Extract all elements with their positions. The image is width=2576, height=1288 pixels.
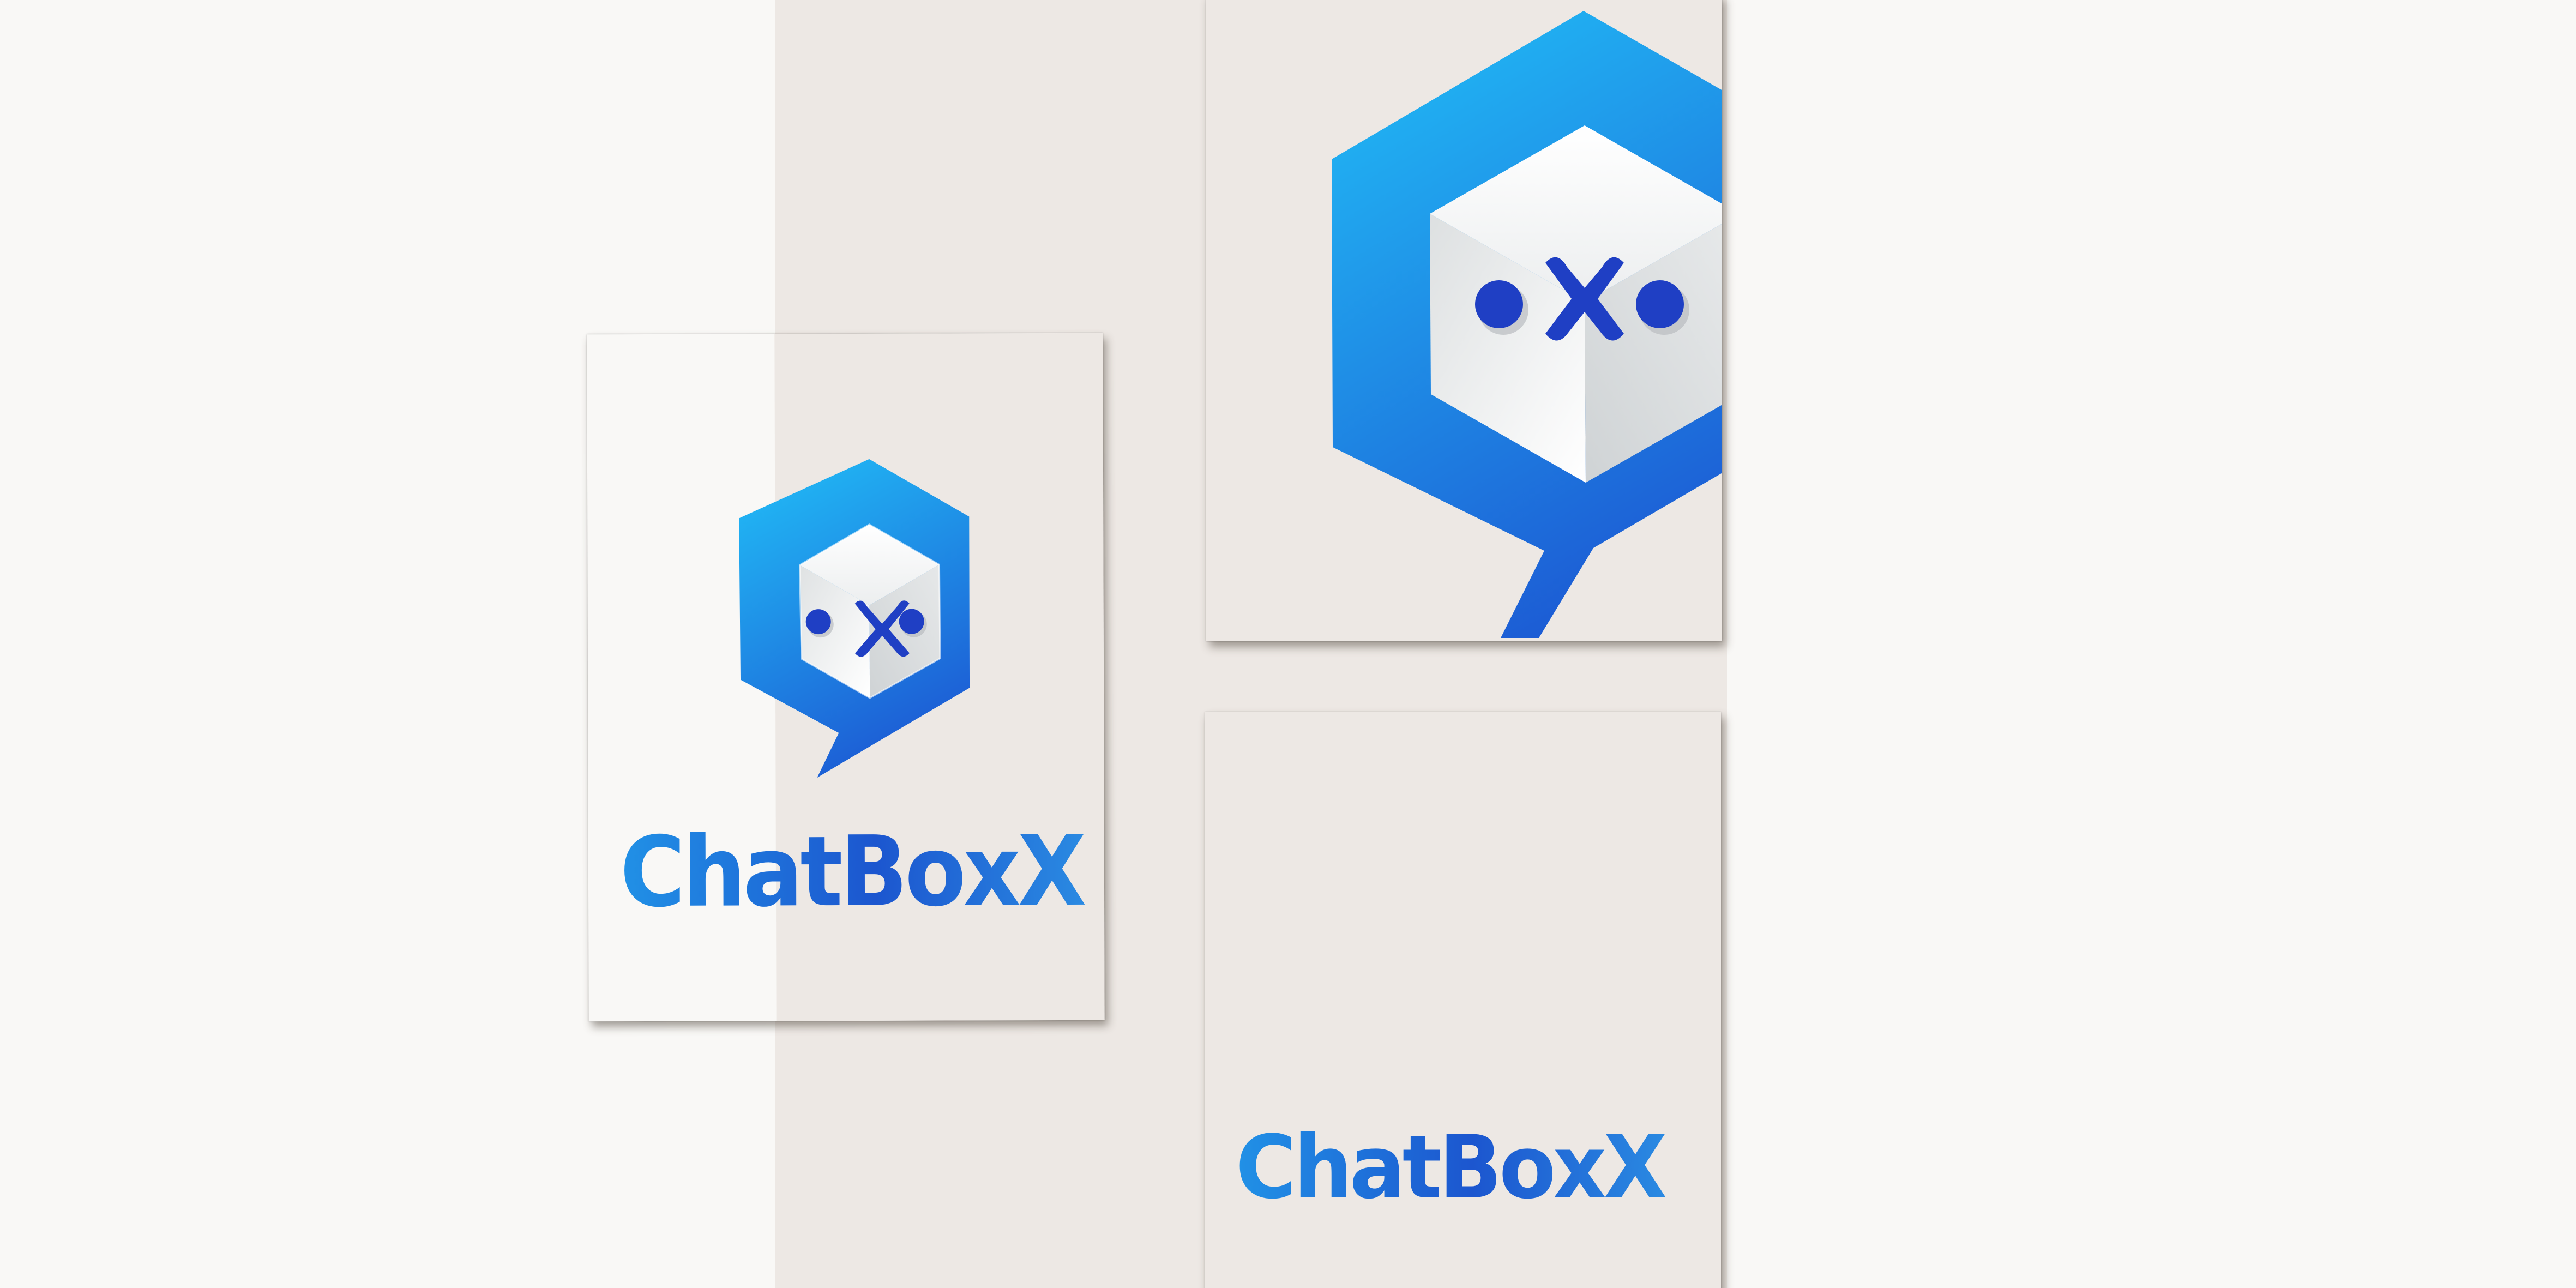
cube-icon [1430,125,1722,483]
wordmark-box: Box [840,815,1020,928]
brand-wordmark: ChatBoxX [620,815,1085,929]
svg-text:ChatBoxX: ChatBoxX [620,815,1085,929]
logo-card-wordmark: ChatBoxX [1205,712,1721,1288]
svg-text:ChatBoxX: ChatBoxX [1236,1116,1666,1218]
hexagon-chat-bubble-icon [739,459,970,778]
brand-wordmark: ChatBoxX [1236,1116,1669,1218]
eyes-x-face-icon [805,600,927,657]
hexagon-chat-bubble-icon [1332,11,1722,638]
wordmark-box: Box [1439,1116,1605,1218]
cube-icon [798,523,941,699]
wordmark-x: X [1603,1116,1666,1218]
wordmark-x: X [1018,815,1085,928]
logo-card-full: ChatBoxX [587,333,1105,1022]
wordmark-chat: Chat [1236,1116,1440,1218]
wordmark-chat: Chat [620,815,841,929]
logo-card-icon [1206,0,1722,641]
eyes-x-face-icon [1475,257,1689,341]
